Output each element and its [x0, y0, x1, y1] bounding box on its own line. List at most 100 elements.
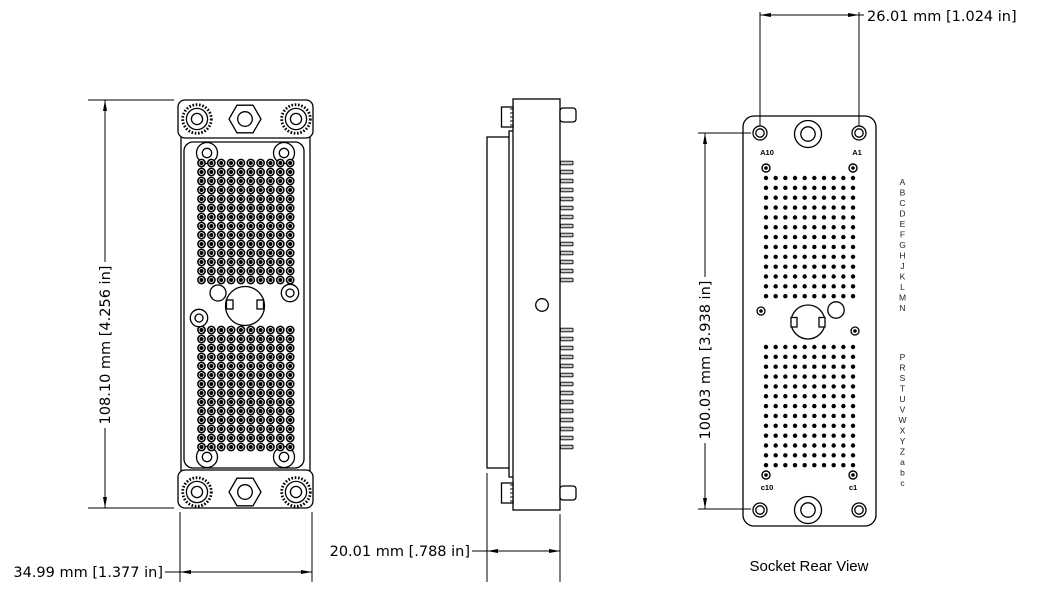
- side-view: [486, 98, 577, 511]
- contact-dot: [831, 374, 836, 379]
- pin-tail: [560, 426, 574, 432]
- contact-dot: [802, 294, 807, 299]
- row-letter: H: [899, 251, 905, 261]
- contact-dot: [773, 234, 778, 240]
- front-top-flange-hardware: [181, 103, 312, 135]
- contact-dot: [831, 294, 836, 299]
- contact-dot: [831, 423, 836, 428]
- dimension-rear-hole-span-vertical: 100.03 mm [3.938 in]: [698, 132, 751, 510]
- contact-dot: [763, 195, 769, 200]
- row-letter: A: [900, 177, 906, 187]
- ringed-pin-dot: [853, 329, 857, 333]
- contact-dot: [763, 234, 769, 240]
- contact-dot: [841, 294, 846, 299]
- contact-dot: [831, 443, 836, 448]
- contact-dot: [812, 205, 817, 210]
- ringed-pin-dot: [851, 473, 855, 477]
- contact-dot: [802, 264, 807, 269]
- contact-dot: [792, 284, 798, 289]
- pin-tail: [560, 363, 574, 369]
- contact-dot: [763, 264, 769, 269]
- row-letter: J: [900, 261, 904, 271]
- rear-jackscrew-bore: [800, 126, 816, 142]
- row-letter: K: [900, 272, 906, 282]
- keying-tab: [256, 299, 265, 310]
- pin-tail: [560, 408, 574, 414]
- contact-dot: [773, 453, 778, 458]
- row-letter: C: [899, 198, 905, 208]
- row-letter: b: [900, 468, 905, 478]
- contact-dot: [802, 403, 807, 409]
- keying-tab: [790, 316, 798, 328]
- row-letter: a: [900, 457, 905, 467]
- pin-label-a10: A10: [760, 148, 774, 157]
- contact-dot: [792, 234, 798, 240]
- contact-dot: [841, 423, 846, 428]
- contact-dot: [821, 215, 827, 220]
- plate-step: [508, 130, 513, 137]
- rear-view-caption: Socket Rear View: [750, 558, 869, 575]
- arrowhead-icon: [180, 570, 191, 574]
- pin-tail: [560, 435, 574, 441]
- contact-dot: [850, 443, 856, 448]
- contact-dot: [831, 244, 836, 250]
- rear-top-pin-grid: [763, 175, 856, 299]
- keying-tab: [225, 299, 234, 310]
- contact-dot: [783, 403, 788, 409]
- row-letter: S: [900, 373, 906, 383]
- contact-dot: [763, 354, 769, 360]
- pin-tail: [560, 345, 574, 351]
- contact-dot: [763, 225, 769, 230]
- contact-dot: [850, 215, 856, 220]
- contact-dot: [763, 433, 769, 438]
- contact-dot: [812, 294, 817, 299]
- contact-dot: [792, 463, 798, 468]
- contact-dot: [783, 453, 788, 458]
- pin-label-c10: c10: [761, 483, 774, 492]
- contact-dot: [812, 284, 817, 289]
- contact-dot: [812, 185, 817, 191]
- contact-dot: [763, 284, 769, 289]
- contact-dot: [763, 274, 769, 279]
- contact-dot: [783, 344, 788, 350]
- arrowhead-icon: [703, 498, 707, 509]
- contact-dot: [773, 413, 778, 419]
- contact-dot: [783, 413, 788, 419]
- contact-dot: [821, 195, 827, 200]
- contact-dot: [763, 185, 769, 191]
- contact-dot: [850, 384, 856, 389]
- contact-dot: [831, 264, 836, 269]
- contact-dot: [841, 344, 846, 350]
- contact-dot: [812, 354, 817, 360]
- contact-dot: [802, 394, 807, 399]
- contact-dot: [841, 413, 846, 419]
- contact-dot: [821, 344, 827, 350]
- row-letter: V: [900, 405, 906, 415]
- contact-dot: [831, 274, 836, 279]
- contact-dot: [783, 175, 788, 181]
- dim-rear-height-label: 100.03 mm [3.938 in]: [698, 281, 714, 440]
- rear-identified-end-pins: [761, 163, 858, 480]
- contact-dot: [783, 185, 788, 191]
- contact-dot: [821, 175, 827, 181]
- pin-tail: [560, 232, 574, 238]
- contact-dot: [821, 225, 827, 230]
- contact-dot: [821, 294, 827, 299]
- contact-dot: [792, 294, 798, 299]
- mounting-hole-bore: [201, 147, 213, 159]
- arrowhead-icon: [703, 133, 707, 144]
- contact-dot: [831, 394, 836, 399]
- row-letter: U: [899, 394, 905, 404]
- contact-dot: [812, 423, 817, 428]
- contact-dot: [763, 453, 769, 458]
- ringed-pin-dot: [759, 309, 763, 313]
- arrowhead-icon: [549, 549, 560, 553]
- contact-dot: [783, 234, 788, 240]
- contact-dot: [821, 374, 827, 379]
- contact-dot: [831, 384, 836, 389]
- contact-dot: [783, 463, 788, 468]
- contact-dot: [850, 225, 856, 230]
- contact-dot: [783, 284, 788, 289]
- contact-dot: [783, 244, 788, 250]
- contact-dot: [792, 215, 798, 220]
